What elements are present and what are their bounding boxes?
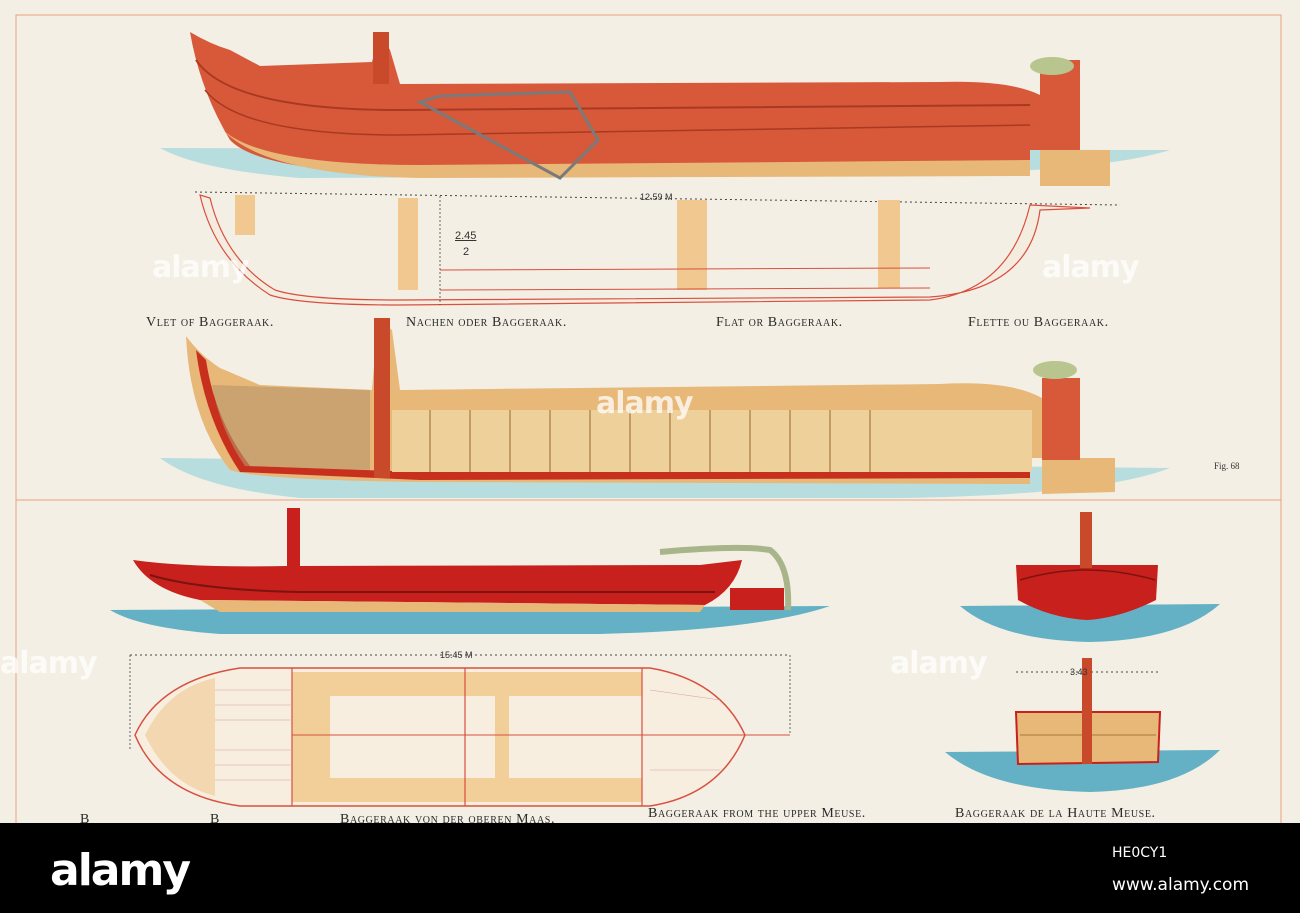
baggeraak-cross-section (945, 658, 1220, 792)
vlet-side-elevation (160, 32, 1170, 186)
caption-english: Flat or Baggeraak. (716, 315, 843, 330)
upper-depth-top: 2.45 (455, 230, 477, 242)
site-url[interactable]: www.alamy.com (1112, 875, 1250, 895)
upper-depth-bottom: 2 (463, 246, 470, 258)
vlet-plan (194, 191, 1121, 306)
caption-lower-french: Baggeraak de la Haute Meuse. (955, 806, 1156, 821)
caption-german: Nachen oder Baggeraak. (406, 315, 567, 330)
figure-label: Fig. 68 (1214, 461, 1240, 471)
baggeraak-end-elevation (960, 512, 1220, 642)
caption-lower-english: Baggeraak from the upper Meuse. (648, 806, 866, 821)
lower-beam-dimension: 3.43 (1070, 667, 1088, 677)
watermark: alamy (152, 250, 250, 285)
plate: 12.59 M 2.45 2 15.45 M 3.43 Vlet of Bagg… (0, 14, 1282, 823)
watermark: alamy (890, 646, 988, 681)
caption-lower-german: Baggeraak von der oberen Maas. (340, 812, 556, 823)
caption-lower-dutch-fragment: B (80, 812, 90, 823)
footer-bar: alamy HE0CY1 www.alamy.com (0, 823, 1300, 913)
footer-logo: alamy (50, 845, 191, 896)
caption-lower-fragment: B (210, 812, 220, 823)
boat-illustrations (15, 14, 1282, 823)
watermark: alamy (0, 646, 98, 681)
caption-dutch: Vlet of Baggeraak. (146, 315, 274, 330)
image-id: HE0CY1 (1112, 845, 1168, 861)
lower-length-dimension: 15.45 M (440, 650, 473, 660)
caption-french: Flette ou Baggeraak. (968, 315, 1109, 330)
baggeraak-side-elevation (110, 508, 830, 634)
watermark: alamy (596, 386, 694, 421)
upper-length-dimension: 12.59 M (640, 192, 673, 202)
baggeraak-plan (129, 654, 791, 807)
plate-border (15, 14, 1282, 823)
watermark: alamy (1042, 250, 1140, 285)
vlet-section (160, 318, 1170, 498)
